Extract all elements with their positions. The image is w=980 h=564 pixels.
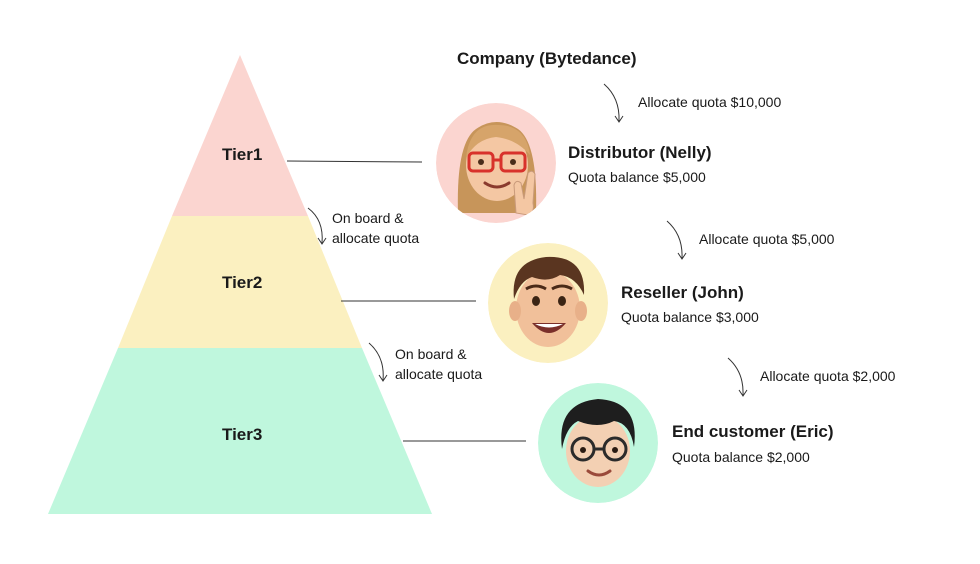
tier3-segment <box>48 348 432 514</box>
onboard-note-1: On board & allocate quota <box>332 208 419 248</box>
distributor-avatar <box>436 103 556 223</box>
man-round-glasses-avatar-icon <box>538 383 658 503</box>
allocate-label-1: Allocate quota $10,000 <box>638 94 782 110</box>
allocate-label-3: Allocate quota $2,000 <box>760 368 896 384</box>
onboard-note-2-line2: allocate quota <box>395 366 483 382</box>
tier1-connector-line <box>286 160 423 163</box>
onboard-arrow-2 <box>368 342 388 382</box>
distributor-balance: Quota balance $5,000 <box>568 169 706 185</box>
end-customer-balance: Quota balance $2,000 <box>672 449 810 465</box>
reseller-avatar <box>488 243 608 363</box>
onboard-note-2-line1: On board & <box>395 346 467 362</box>
allocate-arrow-1 <box>603 83 624 123</box>
end-customer-avatar <box>538 383 658 503</box>
reseller-name: Reseller (John) <box>621 283 744 302</box>
tier3-label: Tier3 <box>222 425 263 444</box>
end-customer-name: End customer (Eric) <box>672 422 834 441</box>
woman-glasses-peace-sign-avatar-icon <box>436 103 556 223</box>
tier1-label: Tier1 <box>222 145 263 164</box>
onboard-note-1-line2: allocate quota <box>332 230 420 246</box>
onboard-arrow-1 <box>307 207 327 245</box>
company-label: Company (Bytedance) <box>457 49 637 68</box>
reseller-balance: Quota balance $3,000 <box>621 309 759 325</box>
onboard-note-2: On board & allocate quota <box>395 344 482 384</box>
allocate-arrow-3 <box>727 357 748 397</box>
allocate-label-2: Allocate quota $5,000 <box>699 231 835 247</box>
tier2-segment <box>118 216 362 348</box>
onboard-note-1-line1: On board & <box>332 210 404 226</box>
allocate-arrow-2 <box>666 220 687 260</box>
tier2-label: Tier2 <box>222 273 263 292</box>
distributor-name: Distributor (Nelly) <box>568 143 712 162</box>
tier1-segment <box>172 55 308 216</box>
smiling-man-avatar-icon <box>488 243 608 363</box>
